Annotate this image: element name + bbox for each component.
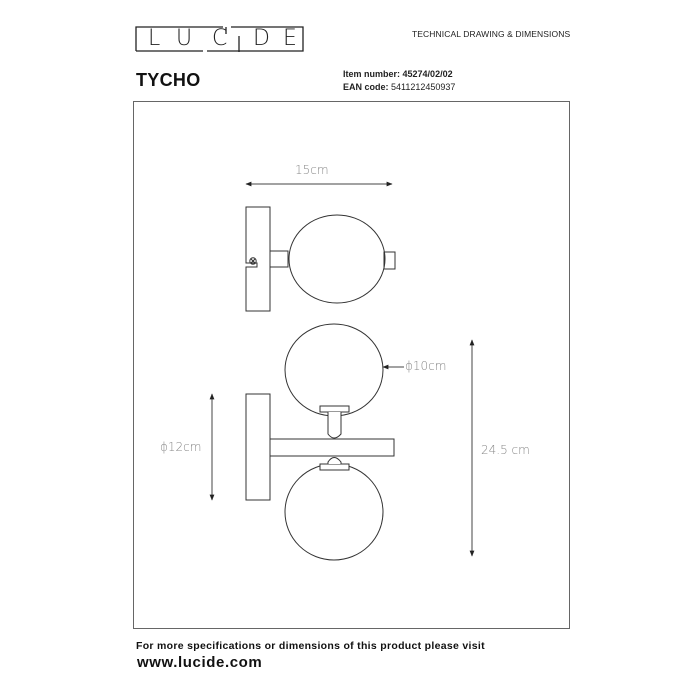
product-name: TYCHO xyxy=(136,70,201,90)
logo-letter: C xyxy=(212,26,228,51)
screw-icon xyxy=(249,257,257,265)
logo-letter: E xyxy=(283,26,297,51)
logo-letter: D xyxy=(253,26,270,51)
drawing-frame xyxy=(133,101,570,629)
logo-letter: L xyxy=(148,26,161,51)
item-number-label: Item number: xyxy=(343,69,401,79)
globe-diameter-label: ϕ10cm xyxy=(405,359,447,373)
item-number-value: 45274/02/02 xyxy=(402,69,453,79)
logo-letter: U xyxy=(176,26,193,51)
document-type: TECHNICAL DRAWING & DIMENSIONS xyxy=(412,29,571,39)
ean-label: EAN code: xyxy=(343,82,389,92)
base-diameter-label: ϕ12cm xyxy=(160,440,202,454)
front-view xyxy=(209,323,475,561)
footer-info: For more specifications or dimensions of… xyxy=(136,640,485,652)
ean-value: 5411212450937 xyxy=(391,82,456,92)
height-label: 24.5 cm xyxy=(481,443,530,457)
top-view xyxy=(245,181,396,312)
width-label: 15cm xyxy=(295,163,329,177)
logo-frame xyxy=(135,26,304,52)
brand-logo: L U C I D E xyxy=(135,26,305,52)
ean-row: EAN code: 5411212450937 xyxy=(343,82,455,92)
website-link[interactable]: www.lucide.com xyxy=(137,654,263,671)
item-number-row: Item number: 45274/02/02 xyxy=(343,69,453,79)
